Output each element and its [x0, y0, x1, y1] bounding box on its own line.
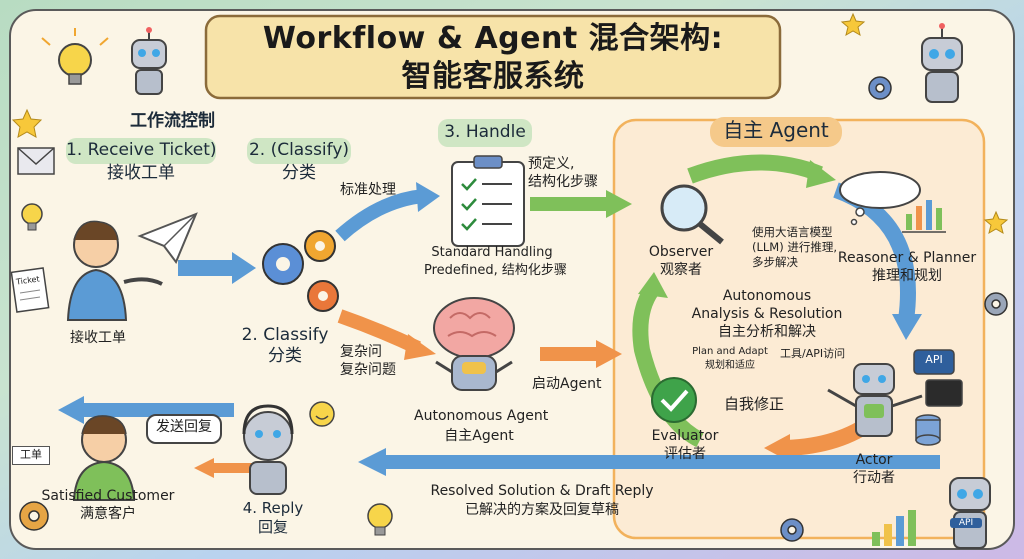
gear-icon — [780, 518, 804, 542]
flow-arrow — [335, 189, 425, 242]
checkmark-icon — [651, 377, 697, 423]
step1-badge — [66, 138, 216, 164]
autonomous-agent-title: Autonomous Agent — [414, 408, 549, 424]
send-reply-label: 发送回复 — [156, 419, 212, 435]
gear-icon — [19, 501, 49, 531]
step1-subtitle: 接收工单 — [107, 163, 175, 183]
customer-subtitle: 满意客户 — [80, 506, 136, 522]
thought-cloud-icon — [839, 171, 921, 226]
resolved-line2: 已解决的方案及回复草稿 — [465, 502, 619, 518]
gear-icon — [262, 230, 339, 312]
step2-badge — [247, 138, 351, 164]
step1-title: 1. Receive Ticket) — [66, 140, 217, 160]
lightbulb-icon — [41, 28, 109, 85]
predefined-note-line1: 预定义, — [528, 156, 575, 172]
api-box-label: API — [925, 353, 943, 366]
observer-title: Observer — [648, 244, 714, 260]
reply-title: 4. Reply — [242, 499, 304, 517]
reply-robot-icon — [242, 404, 294, 495]
plan-adapt-subtitle: 规划和适应 — [705, 360, 755, 371]
evaluator-subtitle: 评估者 — [664, 446, 706, 462]
smiley-icon — [309, 401, 335, 427]
customer-title: Satisfied Customer — [41, 488, 175, 504]
envelope-icon — [17, 147, 55, 175]
paper-plane-icon — [137, 212, 198, 264]
reasoner-title: Reasoner & Planner — [837, 250, 977, 266]
step2-title: 2. (Classify) — [248, 140, 350, 160]
step3-title: 3. Handle — [444, 122, 526, 142]
flow-arrow-head — [358, 448, 386, 476]
agent-title-badge — [710, 117, 842, 147]
customer-person-icon — [72, 415, 136, 501]
robot-icon — [949, 477, 991, 549]
receive-ticket-label: 接收工单 — [70, 330, 126, 346]
speech-bubble — [146, 414, 222, 444]
tools-api-label: 工具/API访问 — [780, 347, 846, 360]
clipboard-icon — [451, 155, 525, 247]
standard-handling-title: Standard Handling — [431, 245, 553, 260]
page-subtitle: 智能客服系统 — [401, 59, 585, 94]
step2-subtitle: 分类 — [282, 163, 316, 183]
loop-arrow — [687, 154, 823, 184]
api-box — [913, 349, 955, 375]
terminal-icon — [925, 379, 963, 407]
agent-person-icon — [66, 220, 163, 321]
page-title: Workflow & Agent 混合架构: — [262, 21, 724, 56]
flow-arrow-head — [404, 334, 436, 360]
classify-subtitle: 分类 — [268, 346, 302, 366]
reasoner-subtitle: 推理和规划 — [872, 268, 942, 284]
analysis-line3: 自主分析和解决 — [718, 324, 816, 340]
resolved-line1: Resolved Solution & Draft Reply — [430, 483, 654, 499]
bar-chart-icon — [872, 510, 916, 546]
database-icon — [915, 414, 941, 446]
complex-label-line1: 复杂问 — [340, 344, 382, 360]
flow-arrow-head — [606, 190, 632, 218]
autonomous-agent-subtitle: 自主Agent — [444, 428, 514, 444]
gear-icon — [984, 292, 1008, 316]
lightbulb-icon — [21, 203, 43, 231]
ticket-paper-icon — [10, 267, 50, 313]
llm-note-line1: 使用大语言模型 — [752, 225, 833, 239]
observer-subtitle: 观察者 — [660, 262, 702, 278]
gear-icon — [868, 76, 892, 100]
bar-chart-icon — [902, 200, 946, 233]
robot-api-label: API — [950, 518, 982, 529]
analysis-line2: Analysis & Resolution — [691, 306, 843, 322]
lightbulb-icon — [367, 503, 393, 536]
llm-note-line3: 多步解决 — [752, 255, 798, 269]
plan-adapt-title: Plan and Adapt — [692, 346, 768, 357]
brain-robot-icon — [433, 297, 515, 391]
analysis-line1: Autonomous — [722, 288, 812, 304]
standard-handling-subtitle: Predefined, 结构化步骤 — [424, 263, 567, 278]
flow-arrow-head — [416, 182, 440, 212]
evaluator-title: Evaluator — [651, 428, 719, 444]
actor-robot-icon — [827, 363, 923, 437]
reply-subtitle: 回复 — [257, 518, 288, 536]
predefined-note-line2: 结构化步骤 — [528, 174, 598, 190]
standard-processing-label: 标准处理 — [340, 182, 396, 198]
actor-subtitle: 行动者 — [853, 470, 895, 486]
workflow-control-label: 工作流控制 — [130, 111, 215, 131]
step3-badge — [438, 119, 532, 147]
magnifier-icon — [660, 184, 724, 245]
launch-agent-label: 启动Agent — [532, 376, 602, 392]
flow-arrow-head — [232, 252, 256, 284]
agent-frame-title: 自主 Agent — [723, 118, 829, 142]
flow-arrow-head — [596, 340, 622, 368]
llm-note-line2: (LLM) 进行推理, — [752, 240, 838, 254]
complex-label-line2: 复杂问题 — [340, 362, 396, 378]
title-banner — [204, 14, 782, 100]
robot-icon — [921, 23, 963, 103]
robot-icon — [131, 27, 167, 95]
loop-arrow — [632, 285, 704, 448]
actor-title: Actor — [855, 452, 893, 468]
classify-title: 2. Classify — [241, 325, 329, 345]
self-correct-label: 自我修正 — [724, 395, 785, 413]
ticket-tag: 工单 — [12, 446, 50, 465]
